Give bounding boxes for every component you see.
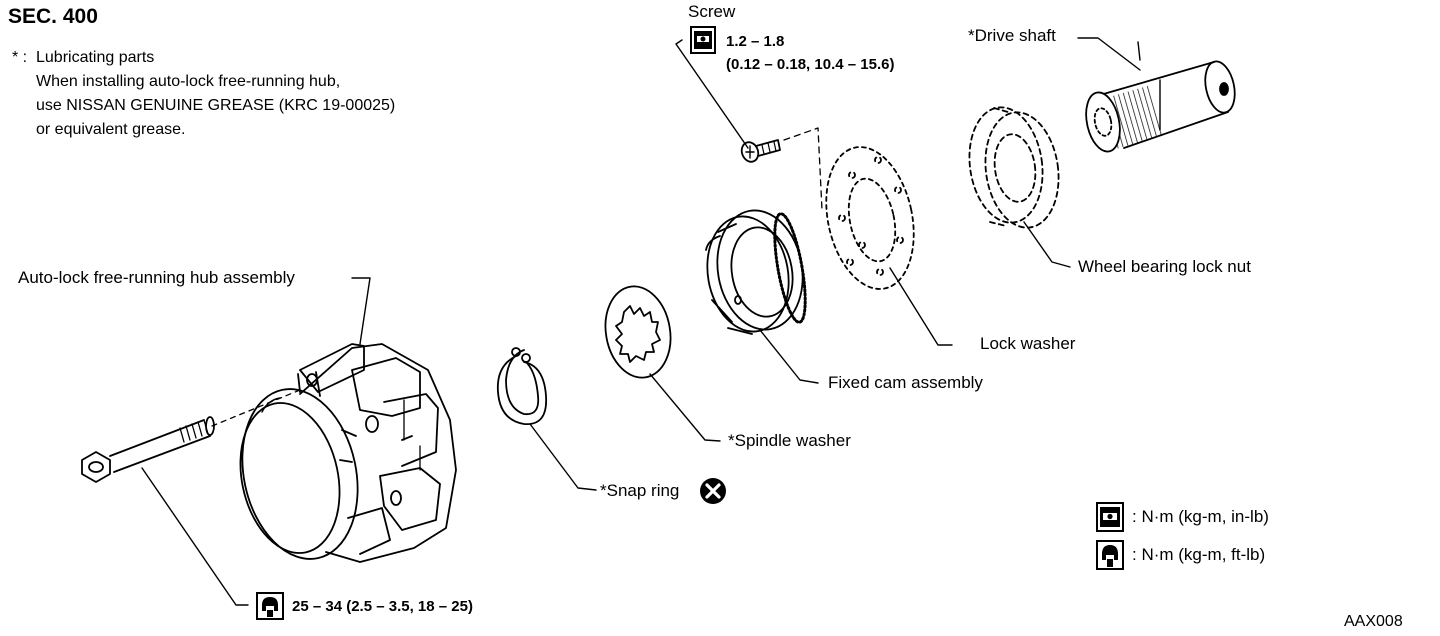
label-fixed-cam-assembly: Fixed cam assembly (828, 373, 983, 392)
drive-shaft (1085, 41, 1236, 153)
snap-ring (496, 347, 547, 425)
spindle-washer (604, 285, 672, 379)
do-not-reuse-x-icon (700, 478, 726, 504)
fixed-cam-assembly (705, 209, 807, 335)
screw-torque-nm: 1.2 – 1.8 (726, 33, 785, 50)
label-wheel-bearing-lock-nut: Wheel bearing lock nut (1078, 257, 1251, 276)
label-spindle-washer: *Spindle washer (728, 431, 851, 450)
lubrication-note-line-1: Lubricating parts (36, 49, 155, 66)
lock-washer (825, 146, 915, 290)
wheel-bearing-lock-nut (968, 106, 1060, 229)
hub-bolt (81, 416, 215, 483)
lubrication-note-line-3: use NISSAN GENUINE GREASE (KRC 19-00025) (36, 97, 396, 114)
legend-ft-lb-text: : N·m (kg-m, ft-lb) (1132, 545, 1266, 564)
screw-part (740, 139, 781, 163)
legend-torque-in-lb-icon (1096, 502, 1124, 532)
label-drive-shaft: *Drive shaft (968, 26, 1056, 45)
label-screw: Screw (688, 2, 736, 21)
lubrication-note-line-4: or equivalent grease. (36, 121, 186, 138)
hub-assembly (239, 343, 457, 563)
lubrication-note-mark: * : (12, 49, 28, 66)
figure-code: AAX008 (1344, 613, 1403, 630)
hub-bolt-torque: 25 – 34 (2.5 – 3.5, 18 – 25) (292, 598, 473, 615)
torque-wrench-ft-lb-icon (256, 592, 284, 620)
screw-alignment-line (783, 127, 823, 211)
screw-torque-alt: (0.12 – 0.18, 10.4 – 15.6) (726, 56, 895, 73)
leader-lines (141, 37, 1141, 606)
label-hub-assembly: Auto-lock free-running hub assembly (18, 268, 295, 287)
section-title: SEC. 400 (8, 5, 98, 28)
legend-torque-ft-lb-icon (1096, 540, 1124, 570)
torque-wrench-in-lb-icon (690, 26, 716, 54)
label-lock-washer: Lock washer (980, 334, 1076, 353)
legend-in-lb-text: : N·m (kg-m, in-lb) (1132, 507, 1269, 526)
lubrication-note-line-2: When installing auto-lock free-running h… (36, 73, 341, 90)
label-snap-ring: *Snap ring (600, 481, 680, 500)
